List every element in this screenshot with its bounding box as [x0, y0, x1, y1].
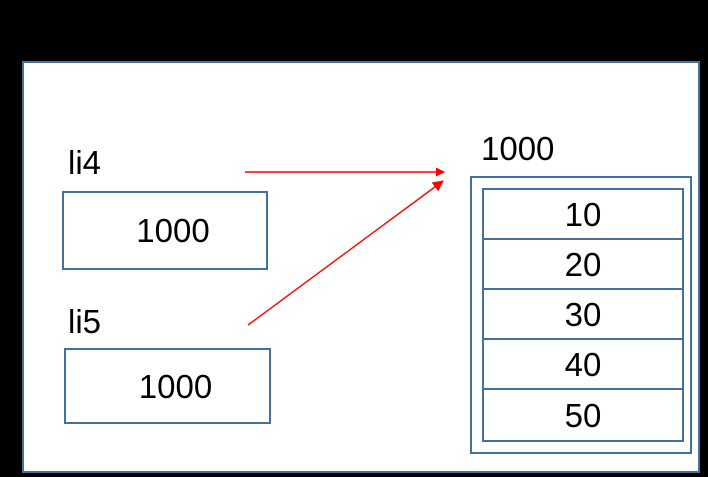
- array-cell-table: 10 20 30 40 50: [482, 188, 684, 442]
- array-cell[interactable]: 40: [484, 340, 682, 390]
- array-cell[interactable]: 50: [564, 396, 602, 434]
- array-address-label: 1000: [481, 130, 555, 167]
- variable-box-li5[interactable]: 1000: [64, 348, 271, 424]
- variable-value-li5: 1000: [138, 367, 213, 405]
- slide-frame: li4 1000 li5 1000 1000 10 20 30 40 50: [22, 61, 700, 473]
- array-object-container: 10 20 30 40 50: [470, 176, 692, 454]
- letterbox-left: [0, 0, 22, 477]
- variable-label-li5: li5: [68, 303, 102, 340]
- variable-value-li4: 1000: [136, 212, 210, 249]
- variable-label-li4: li4: [68, 144, 102, 181]
- array-cell[interactable]: 10: [484, 190, 682, 240]
- variable-box-li4[interactable]: 1000: [62, 191, 268, 270]
- array-cell[interactable]: 20: [484, 240, 682, 290]
- letterbox-bottom: [0, 474, 708, 477]
- array-cell[interactable]: 30: [484, 290, 682, 340]
- letterbox-top: [0, 0, 708, 61]
